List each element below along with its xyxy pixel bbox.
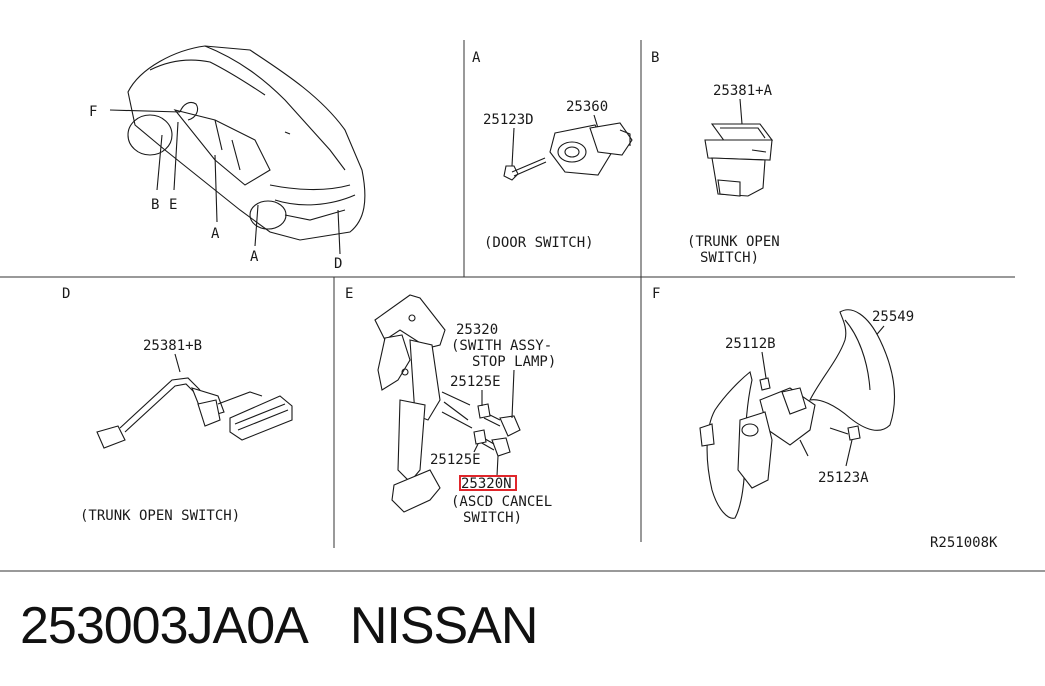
part-25549: 25549: [872, 309, 914, 325]
panel-b: B 25381+A (TRUNK OPEN SWITCH): [651, 50, 780, 266]
caption-trunk-open-d: (TRUNK OPEN SWITCH): [80, 508, 240, 524]
highlight-box-25320n: [459, 475, 517, 491]
part-25320-desc-line1: (SWITH ASSY-: [451, 338, 552, 354]
stop-lamp-switch-drawing: [477, 403, 521, 437]
part-25381-b: 25381+B: [143, 338, 202, 354]
part-25360: 25360: [566, 99, 608, 115]
door-switch-drawing: [503, 122, 633, 181]
callout-a: A: [211, 226, 220, 242]
panel-f-letter: F: [652, 286, 660, 302]
callout-a-2: A: [250, 249, 259, 265]
part-25381-a: 25381+A: [713, 83, 773, 99]
footer-title: 253003JA0A NISSAN: [20, 596, 539, 656]
part-25123a: 25123A: [818, 470, 869, 486]
panel-e-letter: E: [345, 286, 353, 302]
caption-door-switch: (DOOR SWITCH): [484, 235, 594, 251]
brake-pedal-drawing: [374, 294, 473, 513]
callout-f: F: [89, 104, 97, 120]
part-25112b: 25112B: [725, 336, 776, 352]
ascd-cancel-switch-drawing: [473, 429, 511, 457]
caption-trunk-open-b-line2: SWITCH): [700, 250, 759, 266]
paddle-shifter-drawing: [699, 309, 896, 519]
part-25320n-desc-line1: (ASCD CANCEL: [451, 494, 552, 510]
panel-e: E 25320 (SWITH ASSY- STOP LAMP) 25125E: [345, 286, 556, 526]
callout-b: B: [151, 197, 159, 213]
panel-a: A 25123D 25360 (DOOR SWITCH): [472, 50, 633, 251]
footer-part-number: 253003JA0A: [20, 597, 309, 655]
part-25125e-upper: 25125E: [450, 374, 501, 390]
panel-a-letter: A: [472, 50, 481, 66]
car-overview-illustration: F B E A A D: [89, 45, 366, 272]
part-25320: 25320: [456, 322, 498, 338]
caption-trunk-open-b-line1: (TRUNK OPEN: [687, 234, 780, 250]
panel-d-letter: D: [62, 286, 70, 302]
trunk-switch-d-drawing: [96, 377, 293, 449]
part-25320n-desc-line2: SWITCH): [463, 510, 522, 526]
panel-b-letter: B: [651, 50, 659, 66]
panel-f: F 25549 25112B 25123A: [652, 286, 914, 519]
part-25320-desc-line2: STOP LAMP): [472, 354, 556, 370]
part-25123d: 25123D: [483, 112, 534, 128]
callout-e: E: [169, 197, 177, 213]
drawing-reference: R251008K: [930, 535, 998, 551]
panel-grid: [0, 40, 1045, 572]
part-25320n: 25320N: [461, 476, 512, 492]
panel-d: D 25381+B (TRUNK OPEN SWITCH): [62, 286, 293, 524]
footer-brand: NISSAN: [349, 597, 539, 655]
callout-d: D: [334, 256, 342, 272]
part-25125e-lower: 25125E: [430, 452, 481, 468]
trunk-switch-b-drawing: [704, 123, 774, 197]
